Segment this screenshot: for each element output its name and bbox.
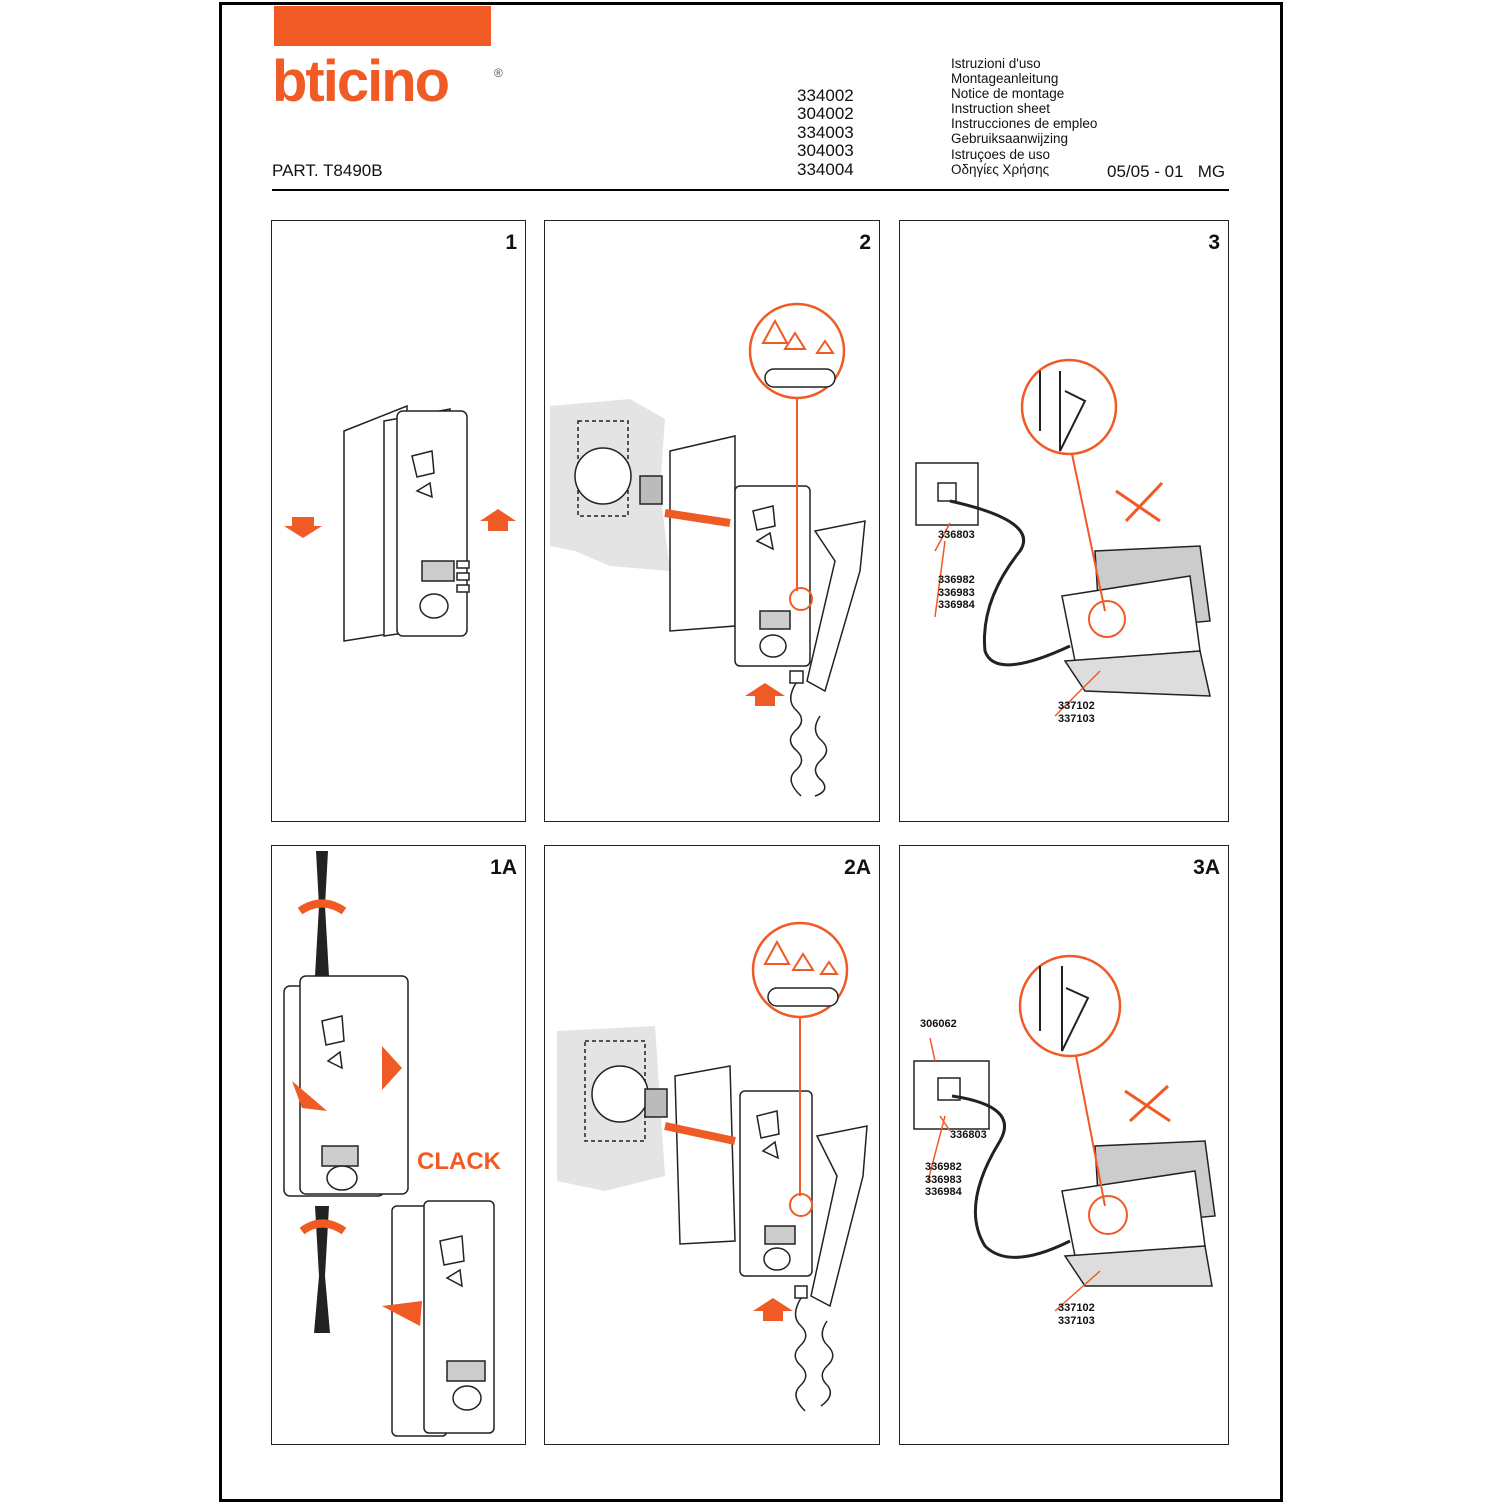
cable-code: 336983	[938, 586, 975, 599]
handset	[810, 1125, 868, 1308]
cross-icon	[1115, 481, 1164, 523]
ringtone-switch	[767, 987, 839, 1007]
arrow-icon	[382, 1301, 422, 1326]
ringtone-switch	[764, 368, 836, 388]
rotate-arrow-icon	[297, 899, 347, 1235]
wire-arrow	[664, 509, 731, 527]
flush-box	[584, 1040, 646, 1142]
cable-code: 336983	[925, 1173, 962, 1186]
detail-circle	[1018, 954, 1122, 1058]
cross-icon	[1124, 1084, 1171, 1123]
screwdriver-icon	[315, 851, 329, 976]
plate-code: 306062	[920, 1018, 957, 1030]
wiring-illustration	[550, 302, 866, 797]
revision-date: 05/05 - 01 MG	[1107, 162, 1226, 181]
base-code: 337102	[1058, 700, 1095, 712]
panel-number: 3	[1208, 231, 1220, 254]
cable-codes: 336982 336983 336984	[925, 1161, 962, 1199]
arrow-icon	[292, 1046, 402, 1111]
terminal-block	[644, 1088, 668, 1118]
language-title: Notice de montage	[951, 86, 1065, 102]
product-code: 304003	[797, 141, 854, 161]
arrow-up-icon	[745, 683, 785, 706]
panel-1A: CLACK 1A	[271, 845, 526, 1445]
product-code: 334002	[797, 86, 854, 105]
removal-illustration	[283, 851, 495, 1437]
language-title: Istruçoes de uso	[951, 146, 1051, 162]
panel-3: 336803 336982 336983 336984 337102 33710…	[899, 220, 1229, 822]
flush-box	[577, 420, 629, 517]
base-codes: 337102 337103	[1058, 700, 1095, 725]
screwdriver-icon	[314, 1206, 330, 1333]
wall-mount-illustration	[284, 404, 516, 642]
part-number: PART. T8490B	[272, 161, 383, 180]
bell-icon	[761, 318, 835, 354]
table-base-illustration	[915, 358, 1211, 717]
panel-number: 1	[505, 231, 517, 254]
cable-code: 336984	[938, 599, 975, 611]
language-title: Gebruiksaanwijzing	[951, 131, 1069, 147]
table-base	[1061, 575, 1201, 662]
terminal-block	[639, 475, 663, 505]
panel-number: 3A	[1193, 856, 1220, 879]
arrow-up-icon	[480, 509, 516, 531]
wire-arrow	[664, 1122, 736, 1145]
product-code: 334004	[797, 159, 854, 179]
product-code: 304002	[797, 104, 854, 124]
panel-number: 2	[859, 231, 871, 254]
base-codes: 337102 337103	[1058, 1302, 1095, 1327]
wiring-illustration	[557, 921, 868, 1412]
language-title: Montageanleitung	[951, 71, 1059, 87]
bticino-logo: bticino	[272, 49, 450, 114]
conduit	[591, 1065, 649, 1123]
cable	[951, 1094, 1071, 1259]
detail-circle	[1020, 358, 1118, 456]
clack-label: CLACK	[417, 1148, 501, 1175]
arrow-up-icon	[753, 1298, 793, 1321]
panel-2A: 2A	[544, 845, 880, 1445]
registered-mark: ®	[494, 66, 503, 80]
table-base-illustration	[913, 954, 1216, 1312]
bell-icon	[763, 939, 839, 975]
panel-2: 2	[544, 220, 880, 822]
header-rule	[272, 189, 1229, 191]
conduit	[574, 447, 632, 505]
panel-number: 1A	[490, 856, 517, 879]
cable-code: 336982	[938, 574, 975, 586]
panel-1: 1	[271, 220, 526, 822]
socket-code: 336803	[938, 529, 975, 541]
panel-3A: 306062 336803 336982 336983 336984 33710…	[899, 845, 1229, 1445]
socket-code: 336803	[950, 1129, 987, 1141]
product-codes: 334002 304002 334003 304003 334004	[797, 86, 854, 179]
product-code: 334003	[797, 122, 854, 142]
base-code: 337103	[1058, 712, 1095, 725]
table-base	[1061, 1170, 1206, 1257]
panel-number: 2A	[844, 856, 871, 879]
language-title: Istruzioni d'uso	[951, 56, 1041, 71]
intercom-unit	[734, 485, 811, 667]
wall-bracket	[674, 1065, 736, 1245]
cable-code: 336984	[925, 1186, 962, 1198]
brand-color-bar	[274, 6, 491, 46]
language-title: Instruction sheet	[951, 101, 1051, 117]
wall-bracket	[669, 435, 736, 632]
cable-code: 336982	[925, 1161, 962, 1173]
language-title: Instrucciones de empleo	[951, 116, 1098, 132]
handset	[806, 520, 866, 693]
language-list: Istruzioni d'uso Montageanleitung Notice…	[951, 56, 1097, 177]
language-title: Οδηγίες Χρήσης	[951, 161, 1050, 177]
arrow-down-icon	[284, 517, 322, 538]
cable	[949, 499, 1071, 667]
base-code: 337103	[1058, 1314, 1095, 1327]
cable-codes: 336982 336983 336984	[938, 574, 975, 612]
base-code: 337102	[1058, 1302, 1095, 1314]
